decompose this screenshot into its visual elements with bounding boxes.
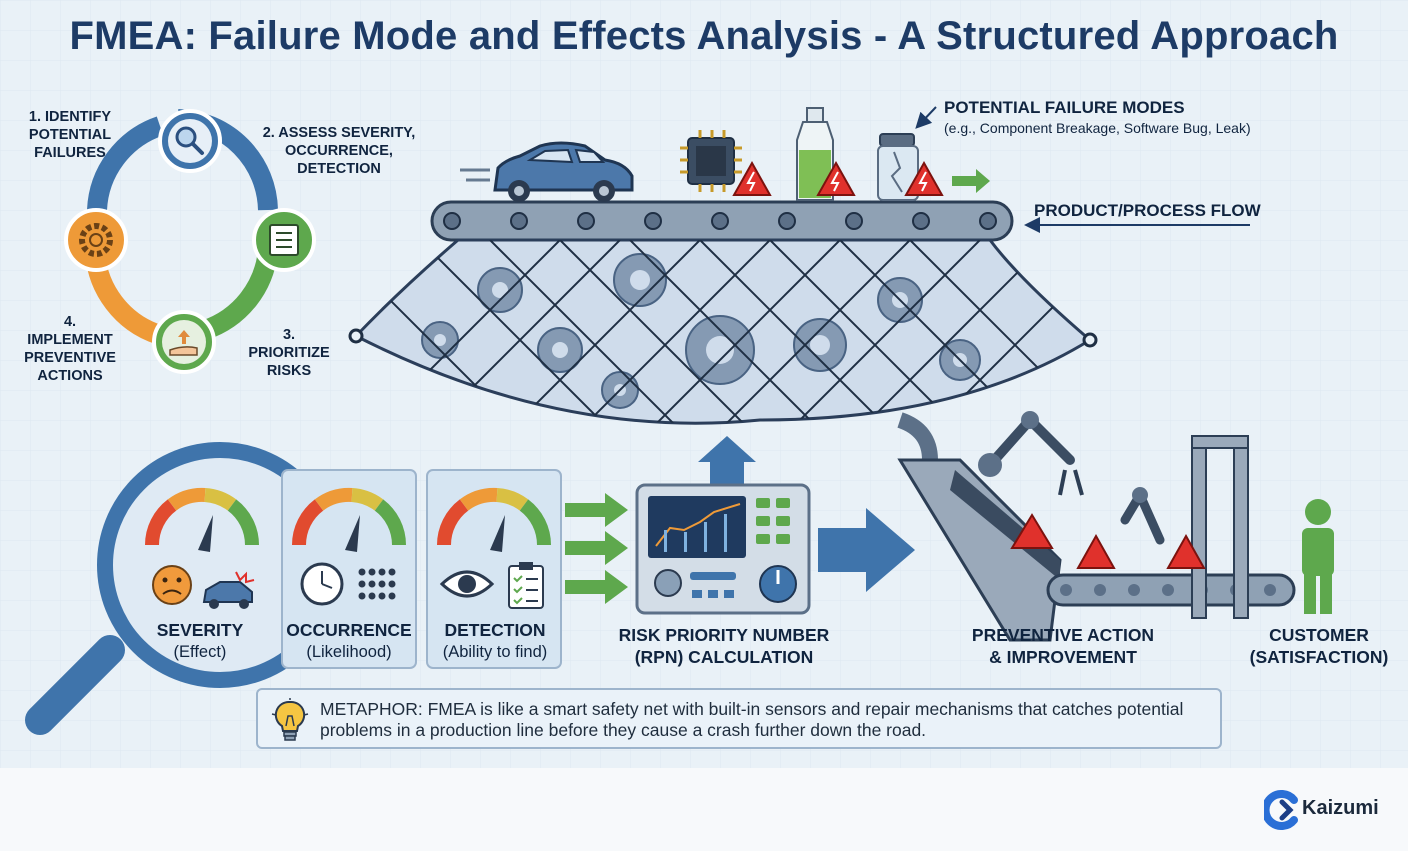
identify-icon: [158, 109, 222, 173]
preventive-line: PREVENTIVE ACTION: [971, 625, 1155, 645]
diagram-art: [0, 0, 1408, 768]
step-line: IMPLEMENT: [27, 332, 113, 348]
footer: [0, 768, 1408, 851]
detection-card: [426, 469, 562, 669]
metaphor-box: METAPHOR: FMEA is like a smart safety ne…: [256, 688, 1222, 749]
rpn-machine-icon: [635, 436, 811, 615]
dots-grid-icon: [358, 568, 396, 600]
cycle-step-implement: 4. IMPLEMENT PREVENTIVE ACTIONS: [14, 313, 126, 385]
occurrence-label: OCCURRENCE (Likelihood): [282, 619, 416, 663]
rpn-label: RISK PRIORITY NUMBER (RPN) CALCULATION: [604, 624, 844, 668]
customer-line: CUSTOMER: [1269, 625, 1369, 645]
customer-label: CUSTOMER (SATISFACTION): [1244, 624, 1394, 668]
occurrence-gauge-icon: [292, 487, 406, 552]
factor-sub: (Effect): [173, 643, 227, 661]
occurrence-card: [281, 469, 417, 669]
step-line: PRIORITIZE: [248, 345, 330, 361]
prioritize-icon: [152, 310, 216, 374]
input-arrows: [565, 493, 628, 604]
kaizumi-logo-icon: [1264, 790, 1298, 830]
eye-icon: [439, 570, 495, 598]
step-line: ACTIONS: [37, 368, 103, 384]
brand-name: Kaizumi: [1302, 797, 1379, 819]
step-line: OCCURRENCE,: [285, 143, 393, 159]
rpn-out-arrow: [818, 508, 915, 592]
step-line: PREVENTIVE: [24, 350, 116, 366]
sad-face-icon: [152, 565, 192, 605]
factor-name: DETECTION: [444, 620, 546, 640]
severity-gauge-icon: [145, 487, 259, 552]
preventive-label: PREVENTIVE ACTION & IMPROVEMENT: [950, 624, 1176, 668]
page-title: FMEA: Failure Mode and Effects Analysis …: [69, 14, 1339, 58]
production-line: [897, 411, 1296, 642]
step-line: RISKS: [266, 363, 312, 379]
step-line: 3.: [282, 327, 296, 343]
customer-icon: [1302, 499, 1334, 614]
crashed-car-icon: [202, 571, 255, 609]
factor-name: OCCURRENCE: [286, 620, 412, 640]
step-line: 4.: [63, 314, 77, 330]
broken-jar-icon: [877, 133, 919, 201]
infographic-canvas: FMEA: Failure Mode and Effects Analysis …: [0, 0, 1408, 768]
safety-net: [348, 238, 1098, 461]
failure-modes-title: POTENTIAL FAILURE MODES: [944, 98, 1185, 117]
process-flow-label: PRODUCT/PROCESS FLOW: [1034, 201, 1261, 220]
top-conveyor: [430, 200, 1014, 242]
factor-name: SEVERITY: [156, 620, 244, 640]
severity-label: SEVERITY (Effect): [140, 619, 260, 663]
checklist-icon: [252, 208, 316, 272]
cycle-step-prioritize: 3. PRIORITIZE RISKS: [244, 326, 334, 380]
step-line: POTENTIAL: [28, 127, 112, 143]
car-icon: [460, 141, 634, 202]
chip-icon: [680, 130, 742, 192]
rpn-line: (RPN) CALCULATION: [634, 647, 814, 667]
metaphor-text: METAPHOR: FMEA is like a smart safety ne…: [320, 699, 1184, 740]
lightbulb-icon: [271, 698, 309, 741]
implement-gear-icon: [64, 208, 128, 272]
step-line: DETECTION: [297, 161, 381, 177]
cycle-step-assess: 2. ASSESS SEVERITY, OCCURRENCE, DETECTIO…: [256, 124, 422, 178]
fmea-cycle: [64, 109, 316, 374]
customer-line: (SATISFACTION): [1249, 647, 1389, 667]
step-line: 2. ASSESS SEVERITY,: [262, 125, 416, 141]
warning-icon: [732, 160, 944, 196]
clock-icon: [300, 562, 344, 606]
flow-arrow-icon: [952, 169, 990, 193]
step-line: 1. IDENTIFY: [28, 109, 112, 125]
rpn-line: RISK PRIORITY NUMBER: [618, 625, 830, 645]
step-line: FAILURES: [34, 145, 106, 161]
failure-modes-examples: (e.g., Component Breakage, Software Bug,…: [944, 120, 1251, 136]
cycle-step-identify: 1. IDENTIFY POTENTIAL FAILURES: [10, 108, 130, 162]
factor-sub: (Ability to find): [442, 643, 548, 661]
clipboard-icon: [508, 562, 544, 609]
factor-sub: (Likelihood): [306, 643, 392, 661]
preventive-line: & IMPROVEMENT: [989, 647, 1137, 667]
detection-gauge-icon: [437, 487, 551, 552]
detection-label: DETECTION (Ability to find): [427, 619, 563, 663]
